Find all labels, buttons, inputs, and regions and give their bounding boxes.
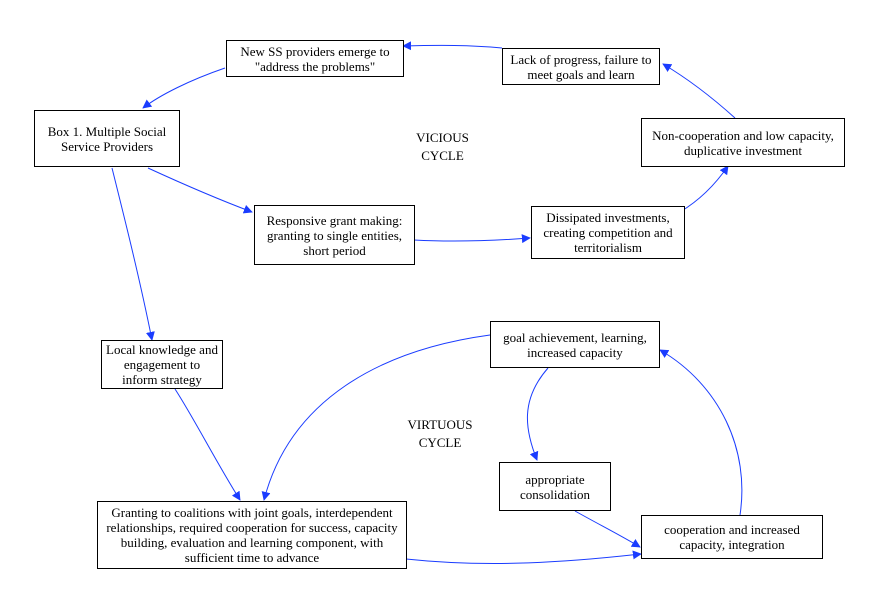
edge-goal-to-consolidation	[526, 367, 549, 461]
node-dissipated: Dissipated investments, creating competi…	[531, 206, 685, 259]
edge-dissipated-to-noncoop	[679, 165, 729, 213]
edge-noncoop-to-lack	[662, 63, 736, 119]
edge-box1-to-local	[111, 167, 155, 341]
edge-box1-to-responsive	[147, 167, 253, 214]
node-non-cooperation-text: Non-cooperation and low capacity, duplic…	[652, 127, 834, 158]
node-local-knowledge: Local knowledge and engagement to inform…	[101, 340, 223, 389]
edge-local-to-granting	[174, 388, 241, 501]
node-appropriate-consolidation: appropriate consolidation	[499, 462, 611, 511]
node-goal-achievement-text: goal achievement, learning, increased ca…	[503, 329, 647, 360]
edge-lack-to-new	[402, 41, 503, 51]
virtuous-cycle-label: VIRTUOUS CYCLE	[407, 417, 473, 450]
node-lack-progress: Lack of progress, failure to meet goals …	[502, 48, 660, 85]
node-box1-text: Box 1. Multiple Social Service Providers	[47, 123, 167, 154]
node-box1: Box 1. Multiple Social Service Providers	[34, 110, 180, 167]
node-local-knowledge-text: Local knowledge and engagement to inform…	[106, 342, 218, 387]
node-dissipated-text: Dissipated investments, creating competi…	[543, 210, 673, 255]
node-new-providers-text: New SS providers emerge to "address the …	[240, 43, 390, 74]
edge-new-to-box1	[142, 67, 226, 109]
node-granting-coalitions: Granting to coalitions with joint goals,…	[97, 501, 407, 569]
node-responsive-grant: Responsive grant making: granting to sin…	[254, 205, 415, 265]
node-new-providers: New SS providers emerge to "address the …	[226, 40, 404, 77]
edge-goal-to-granting	[261, 334, 491, 501]
node-cooperation-increased-text: cooperation and increased capacity, inte…	[664, 522, 800, 552]
node-goal-achievement: goal achievement, learning, increased ca…	[490, 321, 660, 368]
node-non-cooperation: Non-cooperation and low capacity, duplic…	[641, 118, 845, 167]
node-lack-progress-text: Lack of progress, failure to meet goals …	[510, 51, 652, 82]
edge-cooperation-to-goal	[659, 349, 743, 516]
edge-responsive-to-dissipated	[413, 234, 531, 244]
node-responsive-grant-text: Responsive grant making: granting to sin…	[266, 212, 403, 258]
edge-granting-to-cooperation	[405, 550, 642, 564]
edge-consolidation-to-cooperation	[574, 510, 641, 548]
node-cooperation-increased: cooperation and increased capacity, inte…	[641, 515, 823, 559]
node-appropriate-consolidation-text: appropriate consolidation	[519, 471, 591, 502]
vicious-cycle-label: VICIOUS CYCLE	[416, 130, 469, 163]
node-granting-coalitions-text: Granting to coalitions with joint goals,…	[106, 505, 398, 565]
